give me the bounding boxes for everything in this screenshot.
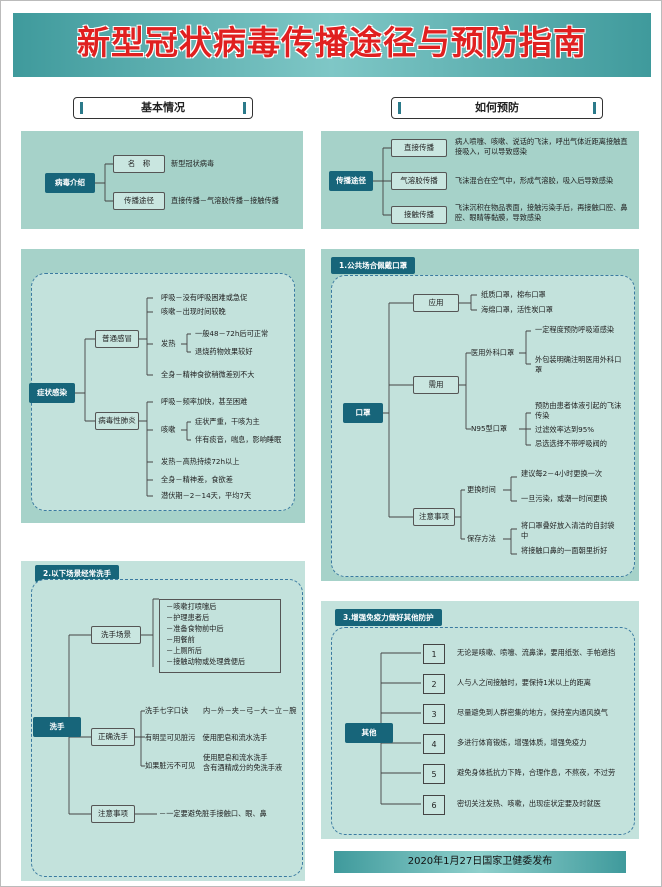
route-label: 传播途径 [113, 192, 165, 210]
heading-prevent: 如何预防 [391, 97, 603, 119]
wash-method-item-1: 洗手七字口诀 [145, 706, 189, 715]
wash-scene-6: －接触动物或处理粪便后 [166, 657, 246, 666]
footer-source: 2020年1月27日国家卫健委发布 [334, 851, 626, 873]
mask-need: 需用 [413, 376, 459, 394]
other-num-4: 4 [423, 734, 445, 754]
mask-root: 口罩 [343, 403, 383, 423]
common-item-1: 呼吸－没有呼吸困难或急促 [161, 293, 248, 302]
wash-scene-4: －用餐前 [166, 635, 195, 644]
wash-tag: 2.以下场景经常洗手 [35, 565, 120, 582]
symptoms-root: 症状感染 [29, 383, 75, 403]
title-banner: 新型冠状病毒传播途径与预防指南 [13, 13, 651, 77]
mask-use-item-2: 海绵口罩，活性炭口罩 [481, 305, 553, 314]
wash-root: 洗手 [33, 717, 81, 737]
name-label: 名 称 [113, 155, 165, 173]
mask-n95: N95型口罩 [471, 424, 508, 433]
heading-basic: 基本情况 [73, 97, 253, 119]
route-value: 直接传播－气溶胶传播－接触传播 [171, 196, 279, 205]
mask-storage-item-2: 将接触口鼻的一面朝里折好 [521, 546, 608, 555]
viral-item-2: 咳嗽 [161, 425, 176, 434]
wash-notes-value: －一定要避免脏手接触口、眼、鼻 [159, 809, 267, 818]
viral-item-3: 发热－高热持续72h以上 [161, 457, 240, 466]
route-contact-desc: 飞沫沉积在物品表面，接触污染手后，再接触口腔、鼻腔、眼睛等黏膜，导致感染 [455, 203, 628, 222]
mask-replace-item-1: 建议每2－4小时更换一次 [521, 469, 603, 478]
routes-panel: 传播途径 直接传播 病人喷嚏、咳嗽、说话的飞沫，呼出气体近距离接触直接吸入，可以… [321, 131, 639, 229]
other-item-2: 人与人之间接触时，要保持1米以上的距离 [457, 678, 591, 687]
route-contact: 接触传播 [391, 206, 447, 224]
mask-replace-item-2: 一旦污染，或潮一时间更换 [521, 494, 608, 503]
common-item-2: 咳嗽－出现时间较晚 [161, 307, 226, 316]
mask-tag: 1.公共场合佩戴口罩 [331, 257, 416, 274]
mask-notes: 注意事项 [413, 508, 455, 526]
other-item-3: 尽量避免到人群密集的地方，保持室内通风换气 [457, 708, 608, 717]
common-item-3: 发热 [161, 339, 176, 348]
mask-panel: 1.公共场合佩戴口罩 口罩 应用 纸质口罩，棉布口罩 海绵口罩，活性炭口罩 需用… [321, 249, 639, 581]
routes-root: 传播途径 [329, 171, 373, 191]
viral-item-5: 潜伏期－2－14天，平均7天 [161, 491, 252, 500]
wash-scene-1: －咳嗽打喷嚏后 [166, 602, 217, 611]
mask-n95-item-3: 忌选选择不带呼吸阀的 [535, 439, 607, 448]
other-root: 其他 [345, 723, 393, 743]
mask-medical-item-2: 外包装明确注明医用外科口罩 [535, 355, 622, 374]
other-item-5: 避免身体抵抗力下降，合理作息，不熬夜，不过劳 [457, 768, 616, 777]
route-direct-desc: 病人喷嚏、咳嗽、说话的飞沫，呼出气体近距离接触直接吸入，可以导致感染 [455, 137, 628, 156]
wash-scene-3: －准备食物前中后 [166, 624, 224, 633]
wash-method-item-6: 含有酒精成分的免洗手液 [203, 763, 283, 772]
mask-medical: 医用外科口罩 [471, 348, 515, 357]
mask-use-item-1: 纸质口罩，棉布口罩 [481, 290, 546, 299]
viral-item-1: 呼吸－频率加快，甚至困难 [161, 397, 248, 406]
other-panel: 3.增强免疫力做好其他防护 其他 1 无论是咳嗽、喷嚏、流鼻涕，要用纸张、手帕遮… [321, 601, 639, 839]
wash-panel: 2.以下场景经常洗手 洗手 洗手场景 －咳嗽打喷嚏后 －护理患者后 －准备食物前… [21, 561, 305, 881]
other-item-1: 无论是咳嗽、喷嚏、流鼻涕，要用纸张、手帕遮挡 [457, 648, 616, 657]
viral-item-4: 全身－精神差，食欲差 [161, 475, 233, 484]
wash-method-item-2: 内－外－夹－弓－大－立－腕 [203, 706, 297, 715]
other-num-1: 1 [423, 644, 445, 664]
common-fever-1: 一般48－72h后可正常 [195, 329, 269, 338]
symptoms-panel: 症状感染 普通感冒 呼吸－没有呼吸困难或急促 咳嗽－出现时间较晚 发热 一般48… [21, 249, 305, 523]
wash-method-item-4: 如果脏污不可见 [145, 761, 196, 770]
other-tag: 3.增强免疫力做好其他防护 [335, 609, 442, 626]
route-aerosol: 气溶胶传播 [391, 172, 447, 190]
wash-scenes-box: －咳嗽打喷嚏后 －护理患者后 －准备食物前中后 －用餐前 －上厕所后 －接触动物… [159, 599, 281, 673]
wash-method: 正确洗手 [91, 728, 135, 746]
name-value: 新型冠状病毒 [171, 159, 215, 168]
common-fever-2: 退烧药物效果较好 [195, 347, 253, 356]
wash-method-item-3: 有明显可见脏污 使用肥皂和流水洗手 [145, 733, 268, 742]
common-cold: 普通感冒 [95, 330, 139, 348]
other-item-4: 多进行体育锻炼，增强体质，增强免疫力 [457, 738, 587, 747]
other-num-3: 3 [423, 704, 445, 724]
other-num-5: 5 [423, 764, 445, 784]
virus-intro-root: 病毒介绍 [45, 173, 95, 193]
virus-intro-panel: 病毒介绍 名 称 新型冠状病毒 传播途径 直接传播－气溶胶传播－接触传播 [21, 131, 303, 229]
mask-storage: 保存方法 [467, 534, 496, 543]
mask-use: 应用 [413, 294, 459, 312]
other-num-6: 6 [423, 795, 445, 815]
mask-frame [331, 275, 635, 577]
mask-medical-item-1: 一定程度预防呼吸道感染 [535, 325, 615, 334]
wash-method-item-5: 使用肥皂和流水洗手 [203, 753, 268, 762]
wash-scenes-label: 洗手场景 [91, 626, 141, 644]
common-item-4: 全身－精神食欲稍微差别不大 [161, 370, 255, 379]
other-num-2: 2 [423, 674, 445, 694]
route-aerosol-desc: 飞沫混合在空气中，形成气溶胶，吸入后导致感染 [455, 176, 614, 185]
page-title: 新型冠状病毒传播途径与预防指南 [77, 23, 587, 62]
mask-replace: 更换时间 [467, 485, 496, 494]
wash-scene-5: －上厕所后 [166, 646, 202, 655]
route-direct: 直接传播 [391, 139, 447, 157]
other-item-6: 密切关注发热、咳嗽，出现症状定要及时就医 [457, 799, 601, 808]
wash-notes: 注意事项 [91, 805, 135, 823]
viral-cough-2: 伴有痰音，喘息，影响睡眠 [195, 435, 282, 444]
mask-storage-item-1: 将口罩叠好放入清洁的自封袋中 [521, 521, 615, 540]
viral-pneumonia: 病毒性肺炎 [95, 412, 139, 430]
symptoms-frame [31, 273, 295, 511]
viral-cough-1: 症状严重，干咳为主 [195, 417, 260, 426]
mask-n95-item-1: 预防由患者体液引起的飞沫传染 [535, 401, 622, 420]
mask-n95-item-2: 过滤效率达到95% [535, 425, 595, 434]
wash-scene-2: －护理患者后 [166, 613, 210, 622]
